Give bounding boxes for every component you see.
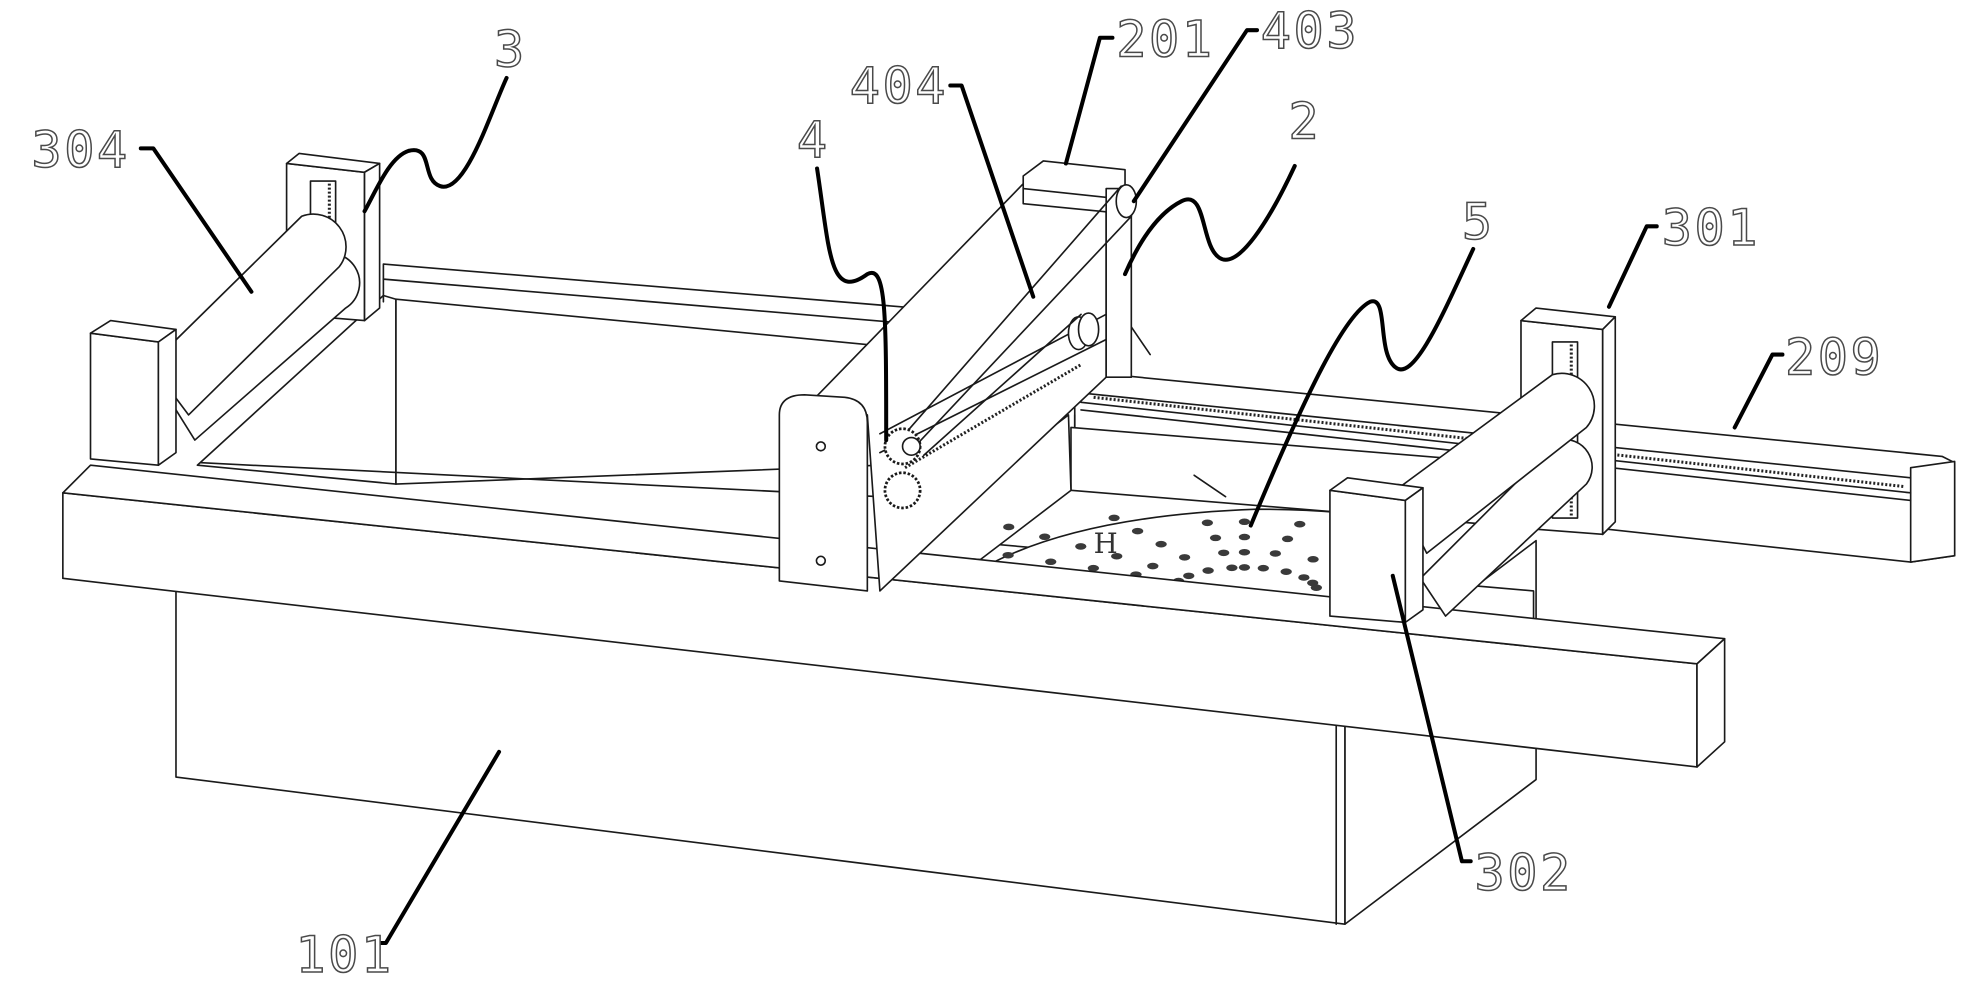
disc-hole — [1003, 523, 1015, 531]
disc-mark: H — [1094, 527, 1118, 560]
disc-hole — [1108, 514, 1120, 522]
disc-hole — [1310, 584, 1323, 591]
left-roller-assembly — [89, 152, 381, 467]
disc-hole — [1298, 574, 1310, 581]
leader-404 — [948, 83, 1036, 299]
disc-hole — [1201, 519, 1214, 527]
label-404: 404 — [850, 56, 948, 115]
disc-hole — [1218, 549, 1230, 557]
central-drive-assembly — [778, 160, 1227, 592]
disc-hole — [1087, 564, 1100, 572]
disc-hole — [1280, 568, 1292, 575]
disc-hole — [1111, 552, 1123, 560]
label-101: 101 — [295, 925, 393, 984]
leader-2 — [1123, 163, 1297, 277]
disc-hole — [1209, 534, 1222, 542]
leader-5 — [1248, 246, 1476, 528]
label-2: 2 — [1288, 91, 1321, 150]
label-209: 209 — [1785, 328, 1883, 387]
disc-hole — [1131, 527, 1144, 535]
label-304: 304 — [31, 120, 129, 179]
leader-209 — [1732, 352, 1785, 430]
disc-hole — [1257, 564, 1269, 572]
label-301: 301 — [1662, 198, 1760, 257]
label-3: 3 — [494, 20, 527, 79]
label-403: 403 — [1261, 1, 1359, 60]
disc-hole — [1238, 564, 1251, 571]
disc-hole — [1155, 540, 1167, 548]
disc-hole — [1183, 572, 1195, 580]
disc-hole — [1238, 548, 1251, 556]
disc-hole — [1202, 567, 1214, 574]
label-5: 5 — [1462, 192, 1495, 251]
label-201: 201 — [1116, 10, 1214, 69]
callout-labels: 304 3 4 404 201 403 2 5 301 209 302 101 — [31, 0, 1883, 985]
disc-hole — [1002, 551, 1014, 559]
disc-hole — [1238, 533, 1251, 541]
label-302: 302 — [1474, 843, 1572, 902]
disc-hole — [1238, 518, 1251, 526]
disc-hole — [1294, 520, 1306, 528]
disc-hole — [1075, 543, 1087, 550]
leader-301 — [1606, 224, 1659, 309]
leader-101 — [375, 749, 502, 946]
leader-4 — [815, 166, 889, 443]
disc-hole — [1045, 558, 1057, 566]
leader-201 — [1063, 35, 1115, 166]
leader-lines — [138, 28, 1785, 946]
label-4: 4 — [797, 110, 830, 169]
leader-302 — [1390, 573, 1473, 864]
disc-hole — [1147, 562, 1159, 570]
leader-403 — [1131, 28, 1260, 204]
disc-hole — [1307, 555, 1319, 563]
disc-hole — [1178, 554, 1191, 561]
right-roller-assembly — [1329, 307, 1617, 624]
disc-hole — [1269, 550, 1282, 557]
leader-3 — [362, 75, 509, 214]
disc-hole — [1281, 535, 1294, 543]
disc-hole — [1039, 533, 1051, 541]
leader-304 — [138, 146, 254, 294]
disc-hole — [1226, 564, 1238, 572]
